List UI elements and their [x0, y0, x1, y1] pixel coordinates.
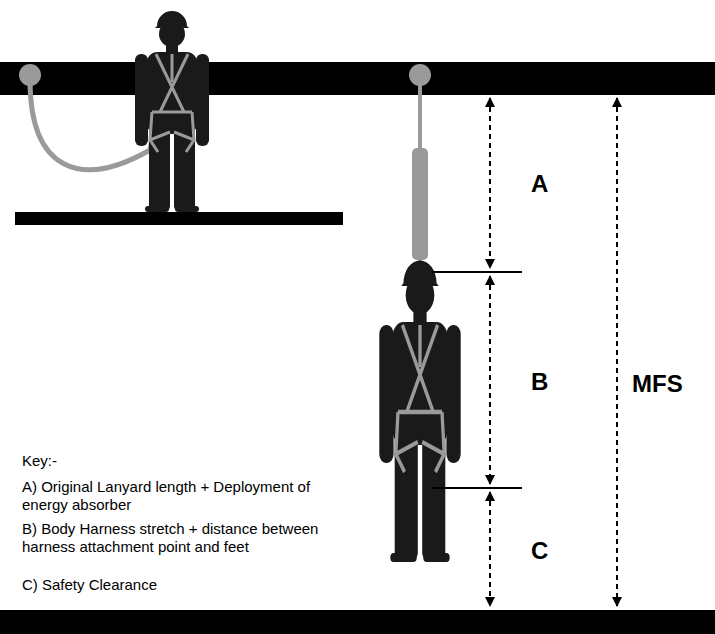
- key-entry: A) Original Lanyard length + Deployment …: [22, 478, 357, 514]
- dimension-label: MFS: [632, 370, 683, 398]
- key-entry: B) Body Harness stretch + distance betwe…: [22, 520, 357, 556]
- key-entry: C) Safety Clearance: [22, 576, 357, 594]
- dimension-letter: A: [531, 170, 548, 198]
- dimension-letter: B: [531, 368, 548, 396]
- key-heading: Key:-: [22, 452, 57, 470]
- dimension-letter: C: [531, 537, 548, 565]
